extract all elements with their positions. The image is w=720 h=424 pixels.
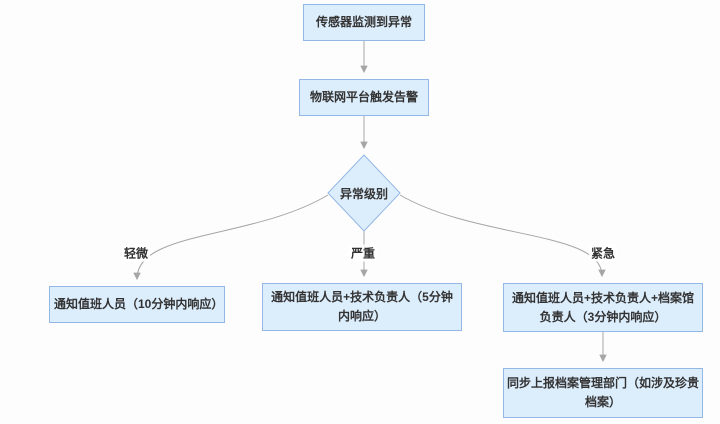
edge-label-minor: 轻微 (121, 244, 151, 262)
node-urgent-action[interactable]: 通知值班人员+技术负责人+档案馆负责人（3分钟内响应） (503, 283, 703, 332)
node-serious-action[interactable]: 通知值班人员+技术负责人（5分钟内响应） (262, 283, 462, 331)
edge-label-urgent: 紧急 (588, 244, 618, 262)
node-minor-action[interactable]: 通知值班人员（10分钟内响应） (49, 286, 225, 323)
edge-severity-to-urgent (399, 194, 606, 278)
decision-label: 异常级别 (339, 186, 388, 201)
node-report-action[interactable]: 同步上报档案管理部门（如涉及珍贵档案） (503, 368, 703, 418)
node-sensor-detect[interactable]: 传感器监测到异常 (303, 4, 425, 41)
diamond-shape (327, 154, 401, 232)
edge-severity-to-minor (133, 194, 329, 281)
node-severity-decision[interactable]: 异常级别 (326, 153, 402, 233)
edge-label-serious: 严重 (348, 244, 378, 262)
node-iot-alarm[interactable]: 物联网平台触发告警 (299, 79, 429, 116)
